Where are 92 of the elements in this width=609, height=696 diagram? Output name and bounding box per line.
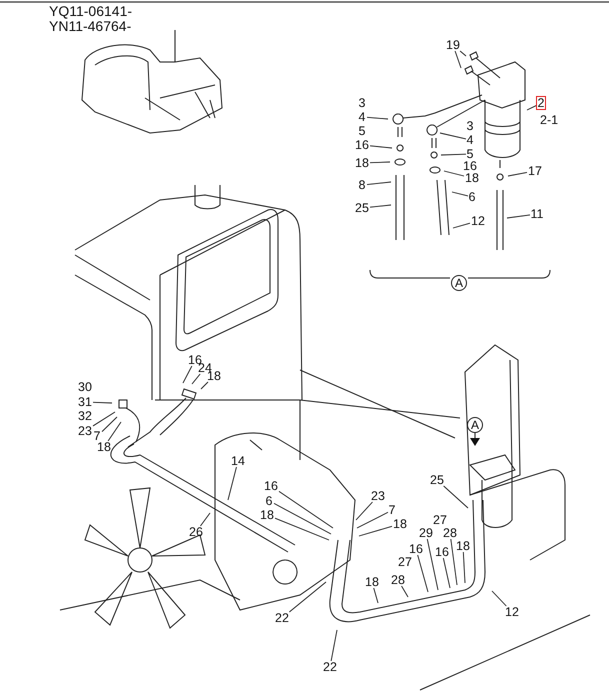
callout-number: 17 xyxy=(527,165,543,177)
callout-number: 18 xyxy=(96,441,112,453)
leader-line xyxy=(274,502,332,534)
callout-number: 22 xyxy=(322,661,338,673)
callout-number: 18 xyxy=(455,540,471,552)
callout-number: 2 xyxy=(536,97,546,109)
callout-number: 27 xyxy=(397,556,413,568)
leader-line xyxy=(401,586,408,598)
leader-line xyxy=(288,582,326,612)
leader-line xyxy=(508,172,528,176)
serial-number-range: YQ11-06141- xyxy=(48,4,134,19)
leader-line xyxy=(358,526,392,536)
callout-number: 23 xyxy=(370,490,386,502)
callout-number: 18 xyxy=(364,576,380,588)
callout-number: 18 xyxy=(206,370,222,382)
callout-number: 12 xyxy=(470,215,486,227)
callout-number: 31 xyxy=(77,396,93,408)
callout-number: 32 xyxy=(77,410,93,422)
leader-line xyxy=(443,486,468,508)
callout-number: 25 xyxy=(429,474,445,486)
leader-line xyxy=(182,366,192,384)
leader-line xyxy=(492,590,507,606)
leader-line xyxy=(356,502,373,520)
callout-number: 16 xyxy=(263,480,279,492)
callout-number: 18 xyxy=(259,509,275,521)
callout-number: 8 xyxy=(358,179,366,191)
callout-number: 27 xyxy=(432,514,448,526)
leader-line xyxy=(92,412,116,426)
leader-line xyxy=(370,145,392,148)
leader-line xyxy=(442,558,450,588)
callout-number: 29 xyxy=(418,527,434,539)
callout-number: 26 xyxy=(188,526,204,538)
leader-line xyxy=(452,192,468,196)
leader-line xyxy=(366,116,388,120)
leader-line xyxy=(330,630,338,662)
leader-line xyxy=(192,374,201,384)
leader-line xyxy=(526,104,538,110)
callout-number: 28 xyxy=(442,527,458,539)
callout-number: 4 xyxy=(466,134,474,146)
callout-number: 18 xyxy=(392,518,408,530)
leader-line xyxy=(454,50,462,68)
callout-number: 25 xyxy=(354,202,370,214)
leader-line xyxy=(426,538,438,590)
leader-line xyxy=(450,538,458,586)
callout-number: 23 xyxy=(77,425,93,437)
callout-number: 16 xyxy=(462,160,478,172)
callout-number: 11 xyxy=(530,208,544,220)
leader-line xyxy=(452,222,470,228)
leader-line xyxy=(356,512,388,528)
leader-line xyxy=(228,466,237,500)
callout-number: 12 xyxy=(504,606,520,618)
leader-line xyxy=(92,402,112,404)
leader-line xyxy=(440,132,466,140)
view-label: A xyxy=(451,275,467,291)
leader-line xyxy=(440,154,466,156)
leader-line xyxy=(370,204,392,208)
callout-number: 6 xyxy=(264,495,274,507)
callout-number: 2-1 xyxy=(539,114,560,126)
callout-number: 28 xyxy=(390,574,406,586)
leader-line xyxy=(274,518,330,540)
leader-line xyxy=(278,490,334,528)
leader-line xyxy=(200,512,210,526)
callout-number: 16 xyxy=(434,546,450,558)
callout-number: 18 xyxy=(464,172,480,184)
leader-line xyxy=(417,554,428,592)
callout-number: 5 xyxy=(466,148,474,160)
callout-number: 14 xyxy=(230,455,246,467)
leader-line xyxy=(460,50,466,56)
leader-line xyxy=(506,214,530,218)
leader-line xyxy=(102,416,118,432)
leader-line xyxy=(373,588,378,604)
leader-line xyxy=(444,170,464,176)
callout-number: 30 xyxy=(77,381,93,393)
leader-line xyxy=(200,382,208,390)
callout-number: 16 xyxy=(354,139,370,151)
view-label: A xyxy=(467,417,483,433)
callout-number: 3 xyxy=(466,120,474,132)
callout-number: 5 xyxy=(358,125,366,137)
leader-line xyxy=(462,552,466,584)
leader-line xyxy=(370,162,390,164)
callout-number: 7 xyxy=(388,504,396,516)
callout-number: 4 xyxy=(358,111,366,123)
callout-number: 16 xyxy=(408,543,424,555)
serial-number-range: YN11-46764- xyxy=(48,19,132,34)
callout-number: 19 xyxy=(445,39,461,51)
callout-number: 7 xyxy=(92,430,102,442)
leader-line xyxy=(366,182,392,185)
callout-number: 6 xyxy=(468,191,476,203)
callout-number: 3 xyxy=(358,97,366,109)
callout-number: 22 xyxy=(274,612,290,624)
leader-line xyxy=(108,422,122,442)
callout-number: 18 xyxy=(354,157,370,169)
